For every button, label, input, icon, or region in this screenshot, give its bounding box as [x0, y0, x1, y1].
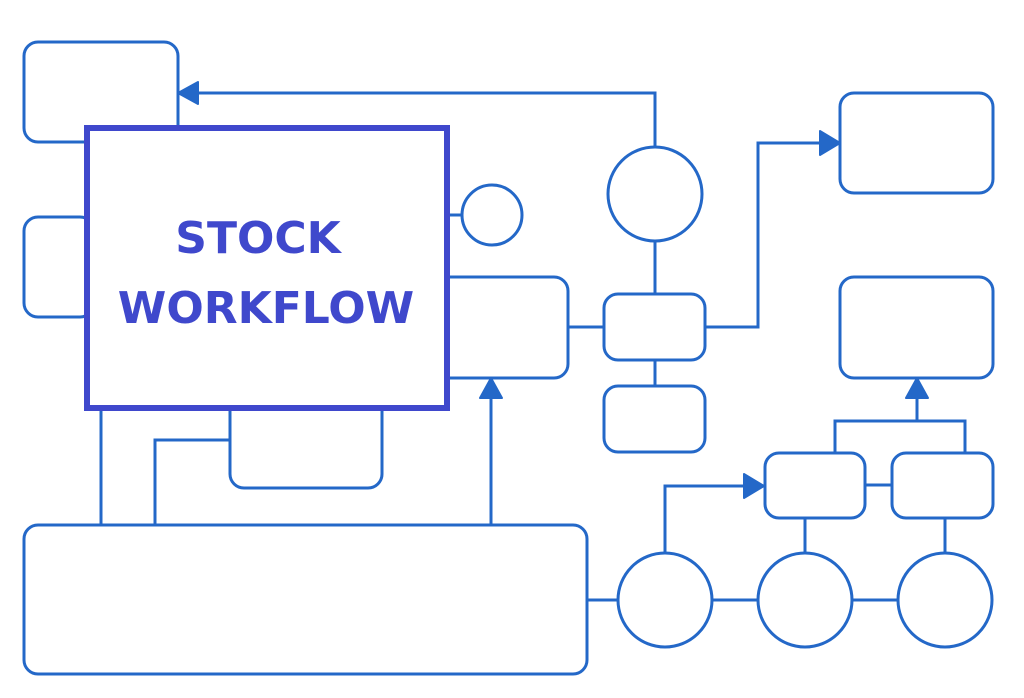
bottom-circle-3[interactable]: [896, 551, 994, 649]
connector-lowboxes-to-right-box: [833, 419, 967, 453]
lower-box-2[interactable]: [890, 451, 995, 520]
main-title-box: [84, 125, 450, 411]
title-line-2: WORKFLOW: [118, 283, 414, 334]
small-bottom-box[interactable]: [602, 384, 707, 454]
small-circle[interactable]: [460, 183, 524, 247]
connector-bottom-to-under-box: [153, 438, 230, 525]
bottom-wide-box[interactable]: [22, 523, 589, 676]
top-circle[interactable]: [606, 145, 704, 243]
bottom-circle-2[interactable]: [756, 551, 854, 649]
lower-box-1[interactable]: [763, 451, 867, 520]
arrow-left-icon: [177, 81, 199, 105]
arrow-up-icon: [479, 377, 503, 399]
top-right-box[interactable]: [838, 91, 995, 195]
middle-hub-box[interactable]: [602, 292, 707, 362]
connector-circle1-to-lowbox1: [663, 484, 745, 553]
arrow-right-icon: [819, 130, 841, 156]
title-line-1: STOCK: [175, 213, 342, 264]
arrow-right-icon: [743, 473, 765, 499]
connector-circle-top-to-topleft-box: [190, 91, 657, 148]
bottom-circle-1[interactable]: [616, 551, 714, 649]
right-middle-box[interactable]: [838, 275, 995, 380]
left-middle-box[interactable]: [22, 215, 96, 319]
connector-midbox-to-top-right-box: [705, 141, 820, 329]
arrow-up-icon: [905, 377, 929, 399]
